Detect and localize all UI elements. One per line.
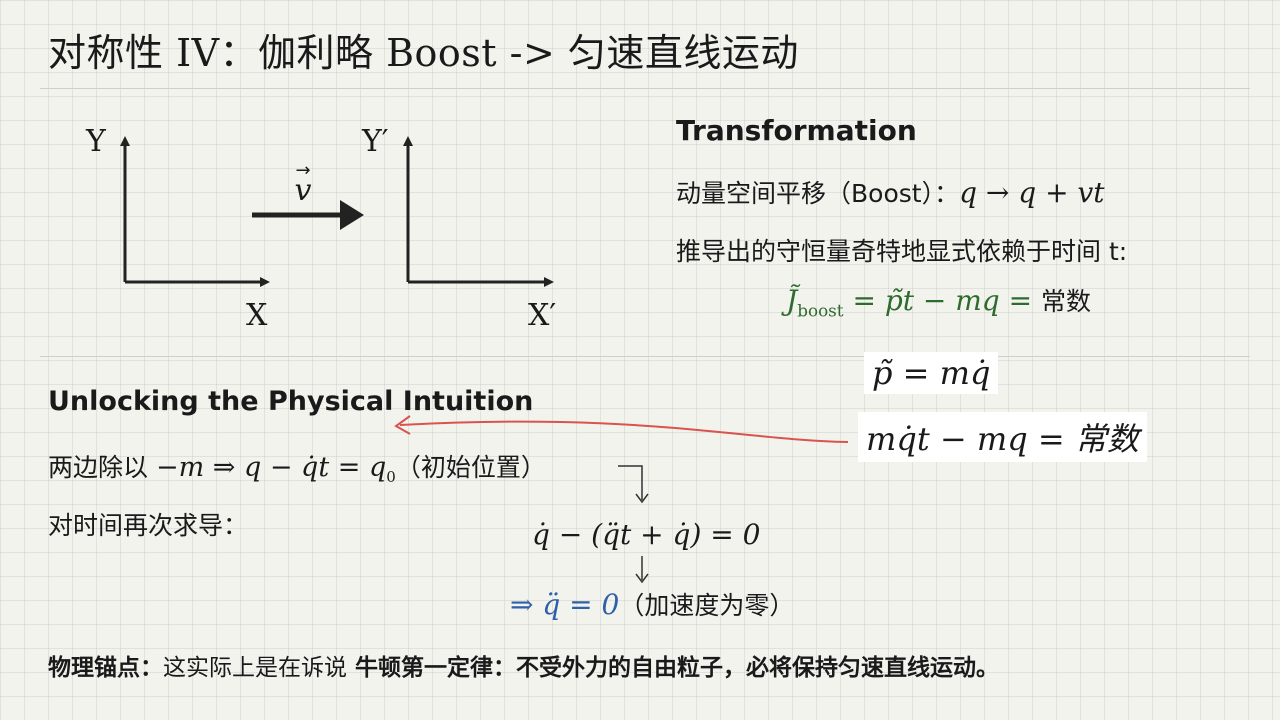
transformation-heading: Transformation [676, 114, 917, 147]
vector-arrow-icon: → [295, 160, 311, 181]
section-divider [40, 356, 1250, 357]
frame2-x-label: X′ [528, 298, 557, 333]
frame1-x-label: X [246, 298, 268, 333]
intuition-heading: Unlocking the Physical Intuition [48, 386, 534, 417]
j-boost-equation: J̃boost = p̃t − mq = 常数 [786, 284, 1092, 321]
p-definition-card: p̃ = mq̇ [864, 352, 999, 394]
coordinate-frames-diagram [120, 136, 554, 287]
acceleration-result: ⇒ q̈ = 0（加速度为零） [510, 588, 795, 621]
frame1-y-label: Y [86, 124, 106, 159]
velocity-label: → v [288, 160, 318, 206]
boost-line: 动量空间平移（Boost）：q → q + vt [676, 176, 1105, 209]
step1-line: 两边除以 −m ⇒ q − q̇t = q0（初始位置） [48, 452, 546, 486]
velocity-arrowhead [340, 200, 364, 230]
physics-anchor-footer: 物理锚点：这实际上是在诉说 牛顿第一定律：不受外力的自由粒子，必将保持匀速直线运… [48, 655, 1000, 681]
title-divider [40, 88, 1250, 89]
frame2-y-label: Y′ [362, 124, 389, 159]
conserved-line: 推导出的守恒量奇特地显式依赖于时间 t: [676, 237, 1128, 266]
substituted-equation-card: mq̇t − mq = 常数 [858, 412, 1147, 462]
step2-line: 对时间再次求导： [48, 511, 249, 540]
derivative-equation: q̇ − (q̈t + q̇) = 0 [532, 518, 761, 551]
page-title: 对称性 IV：伽利略 Boost -> 匀速直线运动 [48, 31, 799, 75]
